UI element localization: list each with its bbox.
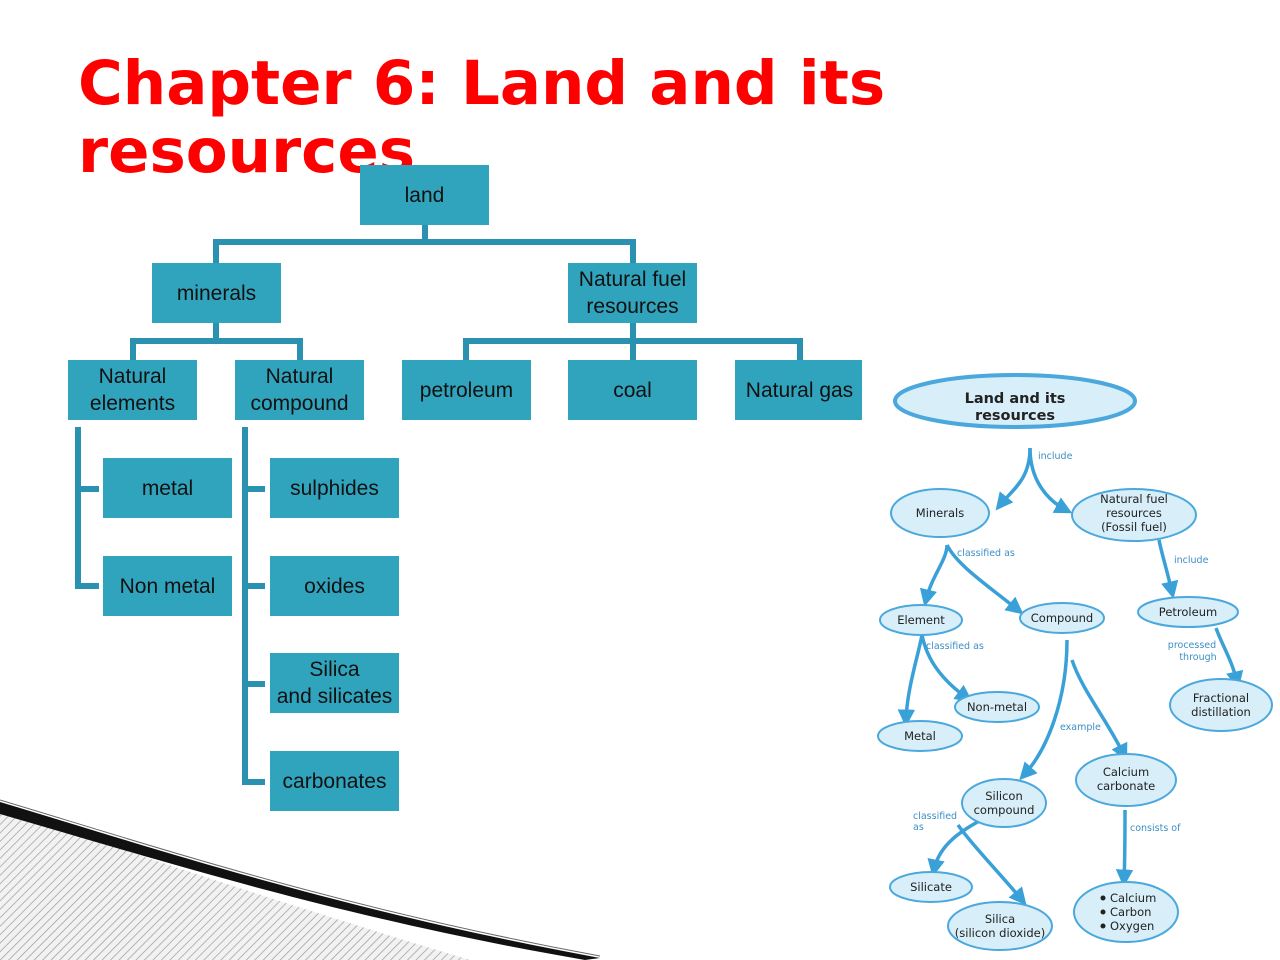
concept-map-image: Land and its resources include Minerals … xyxy=(862,360,1280,960)
decorative-swoosh xyxy=(0,799,600,960)
cmap-silicon: Silicon xyxy=(985,789,1023,803)
cmap-non-metal: Non-metal xyxy=(967,700,1027,714)
cmap-classified-as: classified as xyxy=(957,548,1015,559)
cmap-fuel-line2: resources xyxy=(1106,506,1162,520)
cmap-distillation: distillation xyxy=(1191,705,1251,719)
cmap-calcium: Calcium xyxy=(1103,765,1149,779)
node-natural-gas: Natural gas xyxy=(735,360,864,420)
node-carbonates: carbonates xyxy=(270,751,399,811)
cmap-compound2: compound xyxy=(974,803,1035,817)
node-metal: metal xyxy=(103,458,232,518)
cmap-silica: Silica xyxy=(985,912,1015,926)
cmap-silicate: Silicate xyxy=(910,880,952,894)
node-land: land xyxy=(360,165,489,225)
cmap-element-calcium: Calcium xyxy=(1110,891,1156,905)
cmap-title-line2: resources xyxy=(975,408,1055,424)
cmap-consists-of: consists of xyxy=(1130,823,1181,834)
slide-title: Chapter 6: Land and its resources xyxy=(78,48,886,187)
node-natural-compound: Natural compound xyxy=(235,360,364,420)
cmap-fuel-line1: Natural fuel xyxy=(1100,492,1168,506)
node-oxides: oxides xyxy=(270,556,399,616)
node-natural-elements: Natural elements xyxy=(68,360,197,420)
cmap-silicon-dioxide: (silicon dioxide) xyxy=(955,926,1045,940)
cmap-include2: include xyxy=(1174,555,1209,566)
cmap-carbonate: carbonate xyxy=(1097,779,1155,793)
cmap-compound: Compound xyxy=(1031,611,1093,625)
node-minerals: minerals xyxy=(152,263,281,323)
cmap-through: through xyxy=(1179,652,1216,663)
node-sulphides: sulphides xyxy=(270,458,399,518)
cmap-minerals: Minerals xyxy=(916,506,964,520)
cmap-as3: as xyxy=(913,822,924,833)
node-natural-fuel-resources: Natural fuel resources xyxy=(568,263,697,323)
cmap-fuel-line3: (Fossil fuel) xyxy=(1101,520,1167,534)
cmap-metal: Metal xyxy=(904,729,936,743)
cmap-element-carbon: Carbon xyxy=(1110,905,1151,919)
cmap-petroleum: Petroleum xyxy=(1159,605,1217,619)
node-coal: coal xyxy=(568,360,697,420)
cmap-element: Element xyxy=(897,613,945,627)
cmap-processed: processed xyxy=(1168,640,1216,651)
cmap-element-oxygen: Oxygen xyxy=(1110,919,1154,933)
node-petroleum: petroleum xyxy=(402,360,531,420)
cmap-classified-as2: classified as xyxy=(926,641,984,652)
node-silica-and-silicates: Silica and silicates xyxy=(270,653,399,713)
cmap-title-line1: Land and its xyxy=(965,391,1066,407)
cmap-include: include xyxy=(1038,451,1073,462)
cmap-example: example xyxy=(1060,722,1101,733)
node-non-metal: Non metal xyxy=(103,556,232,616)
cmap-fractional: Fractional xyxy=(1193,691,1249,705)
cmap-classified3: classified xyxy=(913,811,957,822)
